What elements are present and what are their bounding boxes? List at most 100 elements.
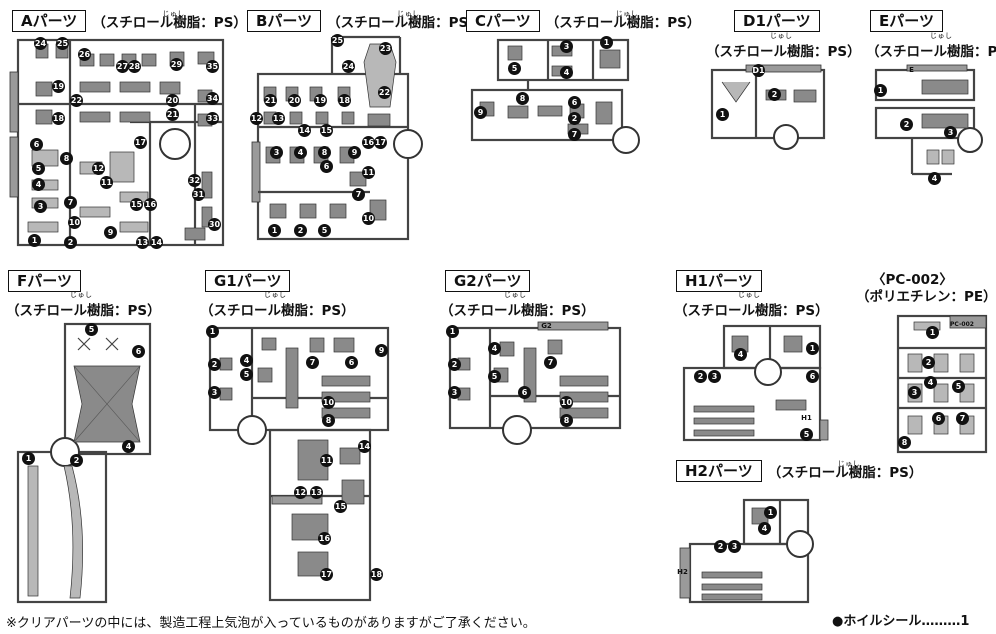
part-g1-num-17: 17 bbox=[320, 568, 333, 581]
part-e-ruby: じゅし bbox=[930, 32, 953, 40]
part-g2-num-10: 10 bbox=[560, 396, 573, 409]
part-a-num-7: 7 bbox=[64, 196, 77, 209]
part-b-num-6: 6 bbox=[320, 160, 333, 173]
part-a-label: Aパーツ bbox=[12, 10, 87, 32]
sprue-pc-diagram bbox=[896, 314, 988, 454]
part-h2-tag: H2 bbox=[677, 568, 688, 576]
part-f-ruby: じゅし bbox=[70, 291, 93, 299]
part-a-num-25: 25 bbox=[56, 37, 69, 50]
part-b-num-14: 14 bbox=[298, 124, 311, 137]
part-d1-material: じゅし（スチロール樹脂：PS） bbox=[706, 32, 861, 60]
part-b-num-21: 21 bbox=[264, 94, 277, 107]
part-h2-num-1: 1 bbox=[764, 506, 777, 519]
part-e-num-1: 1 bbox=[874, 84, 887, 97]
part-g1-header: G1パーツ bbox=[205, 270, 291, 292]
part-h1-num-6: 6 bbox=[806, 370, 819, 383]
part-h1-header: H1パーツ bbox=[676, 270, 762, 292]
part-f-label: Fパーツ bbox=[8, 270, 81, 292]
part-a-num-5: 5 bbox=[32, 162, 45, 175]
part-b-num-17: 17 bbox=[374, 136, 387, 149]
part-b-num-2: 2 bbox=[294, 224, 307, 237]
part-b-num-19: 19 bbox=[314, 94, 327, 107]
part-f-num-1: 1 bbox=[22, 452, 35, 465]
part-b-num-5: 5 bbox=[318, 224, 331, 237]
part-g2-num-3: 3 bbox=[448, 386, 461, 399]
part-g1-num-3: 3 bbox=[208, 386, 221, 399]
part-b-num-24: 24 bbox=[342, 60, 355, 73]
part-g1-num-8: 8 bbox=[322, 414, 335, 427]
part-c-num-1: 1 bbox=[600, 36, 613, 49]
sprue-e-diagram bbox=[874, 64, 983, 176]
part-f-num-6: 6 bbox=[132, 345, 145, 358]
part-b-num-15: 15 bbox=[320, 124, 333, 137]
part-b-header: Bパーツ じゅし（スチロール樹脂：PS） bbox=[247, 10, 482, 32]
part-g1-ruby: じゅし bbox=[264, 291, 287, 299]
part-e-label: Eパーツ bbox=[870, 10, 943, 32]
part-g2-num-6: 6 bbox=[518, 386, 531, 399]
part-a-num-29: 29 bbox=[170, 58, 183, 71]
part-f-material: じゅし（スチロール樹脂：PS） bbox=[6, 291, 161, 319]
part-g1-label: G1パーツ bbox=[205, 270, 291, 292]
part-g1-num-13: 13 bbox=[310, 486, 323, 499]
part-g2-ruby: じゅし bbox=[504, 291, 527, 299]
part-h1-num-2: 2 bbox=[694, 370, 707, 383]
part-d1-ruby: じゅし bbox=[770, 32, 793, 40]
part-pc-num-1: 1 bbox=[926, 326, 939, 339]
part-a-num-33: 33 bbox=[206, 112, 219, 125]
part-g1-num-7: 7 bbox=[306, 356, 319, 369]
part-a-num-13: 13 bbox=[136, 236, 149, 249]
sprue-d1-diagram bbox=[710, 64, 826, 150]
part-g1-num-15: 15 bbox=[334, 500, 347, 513]
part-b-num-20: 20 bbox=[288, 94, 301, 107]
part-g2-num-4: 4 bbox=[488, 342, 501, 355]
part-c-header: Cパーツ じゅし（スチロール樹脂：PS） bbox=[466, 10, 700, 32]
part-a-num-20: 20 bbox=[166, 94, 179, 107]
part-b-num-8: 8 bbox=[318, 146, 331, 159]
part-pc-num-6: 6 bbox=[932, 412, 945, 425]
part-h2-num-2: 2 bbox=[714, 540, 727, 553]
part-h1-num-3: 3 bbox=[708, 370, 721, 383]
part-h2-ruby: じゅし bbox=[837, 460, 861, 468]
part-d1-label: D1パーツ bbox=[734, 10, 820, 32]
part-g1-num-6: 6 bbox=[345, 356, 358, 369]
part-g1-num-18: 18 bbox=[370, 568, 383, 581]
part-c-ruby: じゅし bbox=[615, 10, 639, 18]
part-pc-num-4: 4 bbox=[924, 376, 937, 389]
part-a-num-28: 28 bbox=[128, 60, 141, 73]
part-a-num-14: 14 bbox=[150, 236, 163, 249]
part-g2-num-1: 1 bbox=[446, 325, 459, 338]
part-b-num-13: 13 bbox=[272, 112, 285, 125]
part-c-num-8: 8 bbox=[516, 92, 529, 105]
part-a-num-1: 1 bbox=[28, 234, 41, 247]
part-g1-num-4: 4 bbox=[240, 354, 253, 367]
part-a-num-6: 6 bbox=[30, 138, 43, 151]
part-a-num-32: 32 bbox=[188, 174, 201, 187]
sprue-h2-diagram bbox=[679, 498, 814, 604]
part-c-num-3: 3 bbox=[560, 40, 573, 53]
part-g1-num-2: 2 bbox=[208, 358, 221, 371]
part-g2-tag: G2 bbox=[541, 322, 552, 330]
part-b-num-7: 7 bbox=[352, 188, 365, 201]
part-d1-tag: D1 bbox=[752, 64, 765, 77]
part-pc-num-7: 7 bbox=[956, 412, 969, 425]
part-h1-num-4: 4 bbox=[734, 348, 747, 361]
sprue-g2-diagram bbox=[448, 321, 622, 445]
part-a-num-19: 19 bbox=[52, 80, 65, 93]
part-f-num-2: 2 bbox=[70, 454, 83, 467]
part-a-num-24: 24 bbox=[34, 37, 47, 50]
part-e-tag: E bbox=[909, 66, 914, 74]
part-a-num-11: 11 bbox=[100, 176, 113, 189]
part-e-num-4: 4 bbox=[928, 172, 941, 185]
sprue-h1-diagram bbox=[682, 324, 829, 442]
part-f-num-4: 4 bbox=[122, 440, 135, 453]
part-b-num-16: 16 bbox=[362, 136, 375, 149]
part-a-num-22: 22 bbox=[70, 94, 83, 107]
sprue-c-diagram bbox=[470, 38, 640, 154]
part-a-num-34: 34 bbox=[206, 92, 219, 105]
sprue-g1-diagram bbox=[208, 326, 390, 602]
part-g1-num-10: 10 bbox=[322, 396, 335, 409]
part-d1-num-2: 2 bbox=[768, 88, 781, 101]
part-a-num-35: 35 bbox=[206, 60, 219, 73]
part-b-num-10: 10 bbox=[362, 212, 375, 225]
part-b-num-23: 23 bbox=[379, 42, 392, 55]
